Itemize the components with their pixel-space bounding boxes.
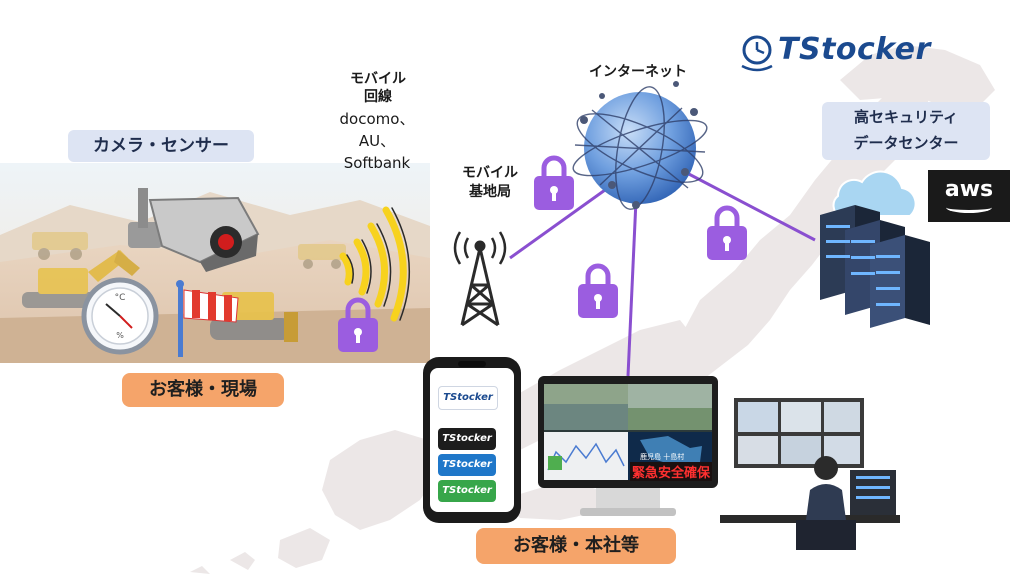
datacenter-label-line2: データセンター xyxy=(853,134,959,152)
phone-app-card: TStocker xyxy=(438,386,498,410)
phone-screen: TStocker TStocker TStocker TStocker xyxy=(430,368,514,512)
svg-text:%: % xyxy=(116,331,124,340)
server-rack-icon xyxy=(820,170,930,328)
customer-site-label: お客様・現場 xyxy=(122,373,284,407)
tstocker-logo-icon xyxy=(741,35,773,72)
mobile-line-title-1: モバイル xyxy=(350,71,406,87)
datacenter-label: 高セキュリティ データセンター xyxy=(822,102,990,160)
carrier-docomo: docomo、 xyxy=(339,110,415,128)
alert-location-text: 鹿児島 十島村 xyxy=(640,453,685,461)
connection-lines xyxy=(509,170,816,377)
padlock-icon xyxy=(534,155,574,210)
phone-app-card: TStocker xyxy=(438,480,496,502)
base-station-label: モバイル 基地局 xyxy=(452,164,528,202)
aws-smile-icon xyxy=(946,202,992,213)
padlock-icon xyxy=(707,205,747,260)
base-station-line1: モバイル xyxy=(462,165,518,181)
aws-logo: aws xyxy=(928,170,1010,222)
datacenter-label-line1: 高セキュリティ xyxy=(853,108,959,126)
internet-label: インターネット xyxy=(589,64,687,80)
emergency-alert-text: 緊急安全確保 xyxy=(630,462,713,481)
padlock-icon xyxy=(578,263,618,318)
tstocker-brand-logo: TStocker xyxy=(778,32,931,67)
security-camera-icon xyxy=(128,188,260,272)
dump-truck-icon xyxy=(32,232,346,269)
cell-tower-icon xyxy=(453,231,507,327)
mobile-line-label: モバイル 回線 xyxy=(330,70,426,106)
phone-app-card: TStocker xyxy=(438,428,496,450)
carrier-softbank: Softbank xyxy=(343,154,411,172)
control-room-icon xyxy=(720,398,900,550)
internet-globe-icon xyxy=(572,81,708,210)
carrier-list: docomo、 AU、 Softbank xyxy=(322,108,432,174)
thermometer-gauge-icon: °C % xyxy=(81,277,159,355)
mobile-line-title-2: 回線 xyxy=(364,89,392,105)
customer-hq-label: お客様・本社等 xyxy=(476,528,676,564)
phone-app-card: TStocker xyxy=(438,454,496,476)
carrier-au: AU、 xyxy=(358,132,396,150)
aws-logo-text: aws xyxy=(944,177,994,202)
base-station-line2: 基地局 xyxy=(469,184,511,200)
mobile-signal-waves-icon xyxy=(339,206,411,322)
windsock-icon xyxy=(176,280,239,357)
svg-text:°C: °C xyxy=(115,293,126,303)
padlock-icon xyxy=(338,297,378,352)
camera-sensor-label: カメラ・センサー xyxy=(68,130,254,162)
